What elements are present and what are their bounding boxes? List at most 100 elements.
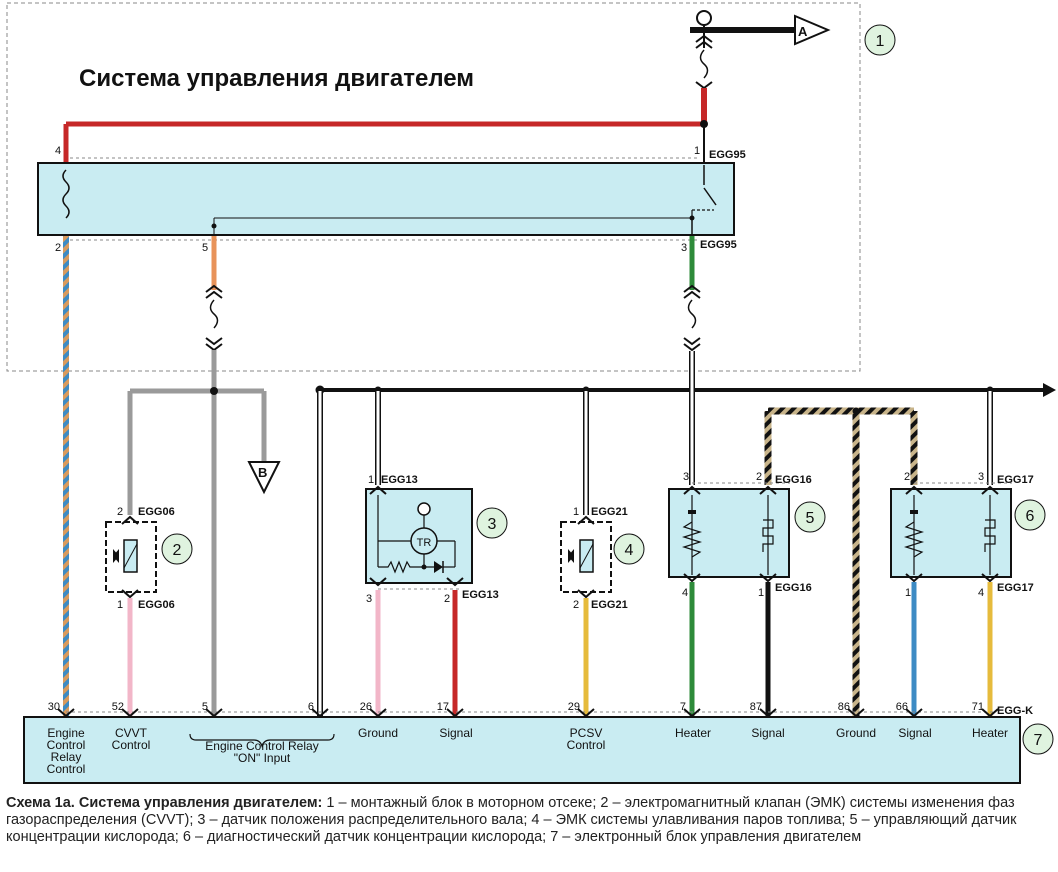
relay-coil-icon <box>62 169 70 219</box>
callout-circle <box>864 24 896 56</box>
wiring-diagram: Система управления двигателем A 4 1 EGG9… <box>6 2 1056 784</box>
o2r-pin-3: 3 <box>978 471 984 483</box>
ecu-label-relay-4: Control <box>47 762 86 776</box>
relay-pin-4: 4 <box>55 145 61 157</box>
cam-connector-bottom: EGG13 <box>462 589 499 601</box>
ecu-pin-number: 66 <box>896 701 908 713</box>
figure-caption: Схема 1а. Система управления двигателем:… <box>6 795 1052 846</box>
ecu-pin-arrow <box>683 708 701 718</box>
relay-pin-5: 5 <box>202 242 208 254</box>
callout-number: 7 <box>1034 732 1043 749</box>
pcsv-pin-2: 2 <box>573 599 579 611</box>
o2f-connector-top: EGG16 <box>775 474 812 486</box>
cvvt-connector-top: EGG06 <box>138 506 175 518</box>
ecu-pin-number: 86 <box>838 701 850 713</box>
ecu-pin-number: 87 <box>750 701 762 713</box>
relay-pin-1: 1 <box>694 145 700 157</box>
source-terminal-icon <box>696 10 712 26</box>
cvvt-connector-bottom: EGG06 <box>138 599 175 611</box>
relay-box <box>37 162 735 236</box>
pcsv-connector-top: EGG21 <box>591 506 628 518</box>
ecu-label-cvvt-1: CVVT <box>115 726 148 740</box>
heater-icon <box>681 521 703 558</box>
ref-a-arrow-icon <box>794 14 831 46</box>
fuse-icon-2 <box>209 299 219 329</box>
o2f-pin-1: 1 <box>758 587 764 599</box>
ecu-label-heater-1: Heater <box>675 726 711 740</box>
ecu-label-pcsv-2: Control <box>567 738 606 752</box>
o2f-connector-bottom: EGG16 <box>775 582 812 594</box>
ecu-pin-number: 5 <box>202 701 208 713</box>
cam-pin-2: 2 <box>444 593 450 605</box>
ecu-pin-number: 6 <box>308 701 314 713</box>
callout-number: 4 <box>625 542 634 559</box>
sensor-element-icon <box>762 519 774 552</box>
o2r-pin-1: 1 <box>905 587 911 599</box>
ecu-pin-arrow <box>121 708 139 718</box>
ecu-box <box>23 716 1021 784</box>
ecu-label-heater-2: Heater <box>972 726 1008 740</box>
ecu-pin-arrow <box>311 708 329 718</box>
ecu-pin-number: 30 <box>48 701 60 713</box>
ecu-pin-number: 52 <box>112 701 124 713</box>
ecu-pin-number: 7 <box>680 701 686 713</box>
cvvt-valve <box>105 521 157 593</box>
pcsv-connector-bottom: EGG21 <box>591 599 628 611</box>
ecu-pin-number: 71 <box>972 701 984 713</box>
ecu-pin-arrow <box>205 708 223 718</box>
callout-number: 1 <box>876 33 885 50</box>
ecu-pin-arrow <box>446 708 464 718</box>
o2f-pin-3: 3 <box>683 471 689 483</box>
o2f-pin-2: 2 <box>756 471 762 483</box>
ecu-label-relay-2: Control <box>47 738 86 752</box>
ecu-pin-arrow <box>905 708 923 718</box>
ecu-label-signal-1: Signal <box>439 726 472 740</box>
relay-switch-icon <box>703 187 717 206</box>
callout-circle <box>1014 499 1046 531</box>
ecu-label-ground-1: Ground <box>358 726 398 740</box>
callout-number: 5 <box>806 510 815 527</box>
o2r-pin-4: 4 <box>978 587 984 599</box>
callout-number: 6 <box>1026 508 1035 525</box>
ecu-pin-arrow <box>981 708 999 718</box>
callout-circle <box>794 501 826 533</box>
relay-on-brace-icon <box>189 733 335 748</box>
callout-circle <box>1022 723 1054 755</box>
caption-text: 1 – монтажный блок в моторном отсеке; 2 … <box>6 795 1017 845</box>
callout-number: 3 <box>488 516 497 533</box>
o2r-pin-2: 2 <box>904 471 910 483</box>
ecu-label-relay-1: Engine <box>47 726 85 740</box>
fuse-icon <box>699 49 709 79</box>
ecu-pin-arrow <box>57 708 75 718</box>
diode-icon <box>434 561 443 573</box>
ecu-pin-arrow <box>369 708 387 718</box>
ecu-pin-arrow <box>847 708 865 718</box>
o2-sensor-front <box>668 488 790 578</box>
ref-a-label: A <box>798 24 808 39</box>
ecu-label-relayon-2: "ON" Input <box>234 751 291 765</box>
callout-circle <box>613 533 645 565</box>
o2-sensor-rear <box>890 488 1012 578</box>
callout-circle <box>161 533 193 565</box>
cvvt-pin-1: 1 <box>117 599 123 611</box>
sensor-element-icon-2 <box>984 519 996 552</box>
junction-block-area <box>6 2 861 372</box>
ecu-label-ground-2: Ground <box>836 726 876 740</box>
relay-pin-2: 2 <box>55 242 61 254</box>
cam-connector-top: EGG13 <box>381 474 418 486</box>
diagram-title: Система управления двигателем <box>79 65 474 92</box>
ecu-label-cvvt-2: Control <box>112 738 151 752</box>
ecu-connector: EGG-K <box>997 705 1033 717</box>
pcsv-pin-1: 1 <box>573 506 579 518</box>
connector-egg95-bottom: EGG95 <box>700 239 737 251</box>
cam-pin-3: 3 <box>366 593 372 605</box>
callout-number: 2 <box>173 542 182 559</box>
tr-label: TR <box>417 537 432 549</box>
ecu-pin-arrow <box>759 708 777 718</box>
relay-pin-3: 3 <box>681 242 687 254</box>
pcsv-valve <box>560 521 612 593</box>
ecu-pin-number: 17 <box>437 701 449 713</box>
ref-b-label: B <box>258 465 267 480</box>
ecu-pin-number: 26 <box>360 701 372 713</box>
ecu-label-pcsv-1: PCSV <box>570 726 603 740</box>
